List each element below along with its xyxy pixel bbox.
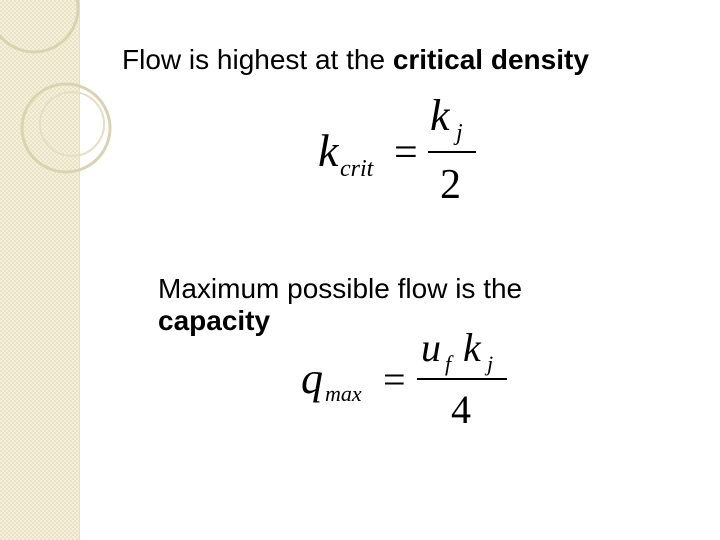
eq2-num-var1: u [421,325,441,370]
eq1-lhs-sub: crit [340,156,375,182]
capacity-text: Maximum possible flow is the [158,273,523,304]
decorative-circles [0,0,112,174]
eq1-equals: = [394,130,418,176]
eq2-equals: = [383,357,406,402]
eq2-lhs-sub: max [325,381,362,406]
eq1-num-var: k [430,91,451,140]
eq1-lhs-var: k [318,125,340,176]
eq2-lhs-var: q [301,354,323,403]
capacity-term: capacity [158,305,271,336]
side-band [0,0,80,540]
capacity-equation: q max = u f k j 4 [301,325,507,432]
eq2-num-var2: k [463,325,482,370]
eq2-num-sub2: j [484,351,493,376]
heading-line: Flow is highest at the critical density [122,44,589,76]
heading-text: Flow is highest at the [122,44,393,75]
eq1-denominator: 2 [440,162,461,208]
eq1-num-sub: j [453,120,463,146]
eq2-denominator: 4 [451,387,471,432]
eq2-num-sub1: f [445,351,454,376]
critical-density-term: critical density [392,44,589,75]
critical-density-equation: k crit = k j 2 [318,91,476,208]
